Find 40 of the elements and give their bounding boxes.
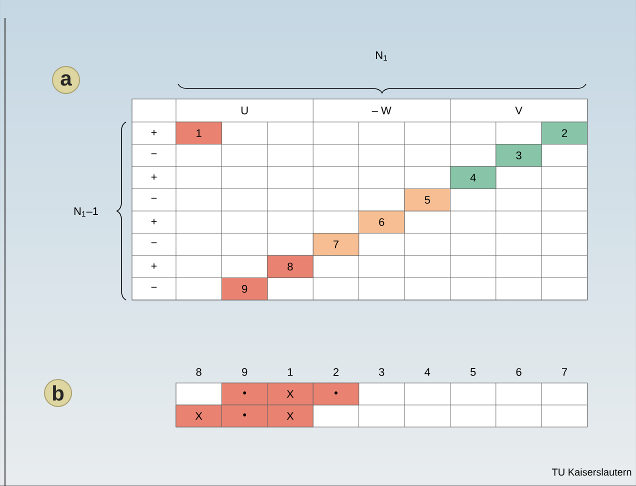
cell-text: 1 xyxy=(288,368,293,376)
table-cell: 6 xyxy=(358,210,405,234)
cell-text: + xyxy=(151,263,157,269)
credit-text: TU Kaiserslautern xyxy=(552,468,632,476)
table-cell: 2 xyxy=(541,122,588,144)
table-cell: • xyxy=(222,404,268,428)
cell-text: 2 xyxy=(334,368,339,376)
cell-text: − xyxy=(151,286,157,288)
cell-text: − xyxy=(151,242,157,244)
cell-text: + xyxy=(151,174,157,180)
table-cell: 8 xyxy=(267,255,314,278)
cell-text: 5 xyxy=(470,368,476,376)
cell-text: V xyxy=(515,106,522,114)
cell-text: N$_{1}$–1 xyxy=(74,207,98,217)
letter-badge: b xyxy=(44,379,72,407)
table-cell: 4 xyxy=(450,166,496,189)
table-cell: X xyxy=(176,404,222,428)
table-cell: 9 xyxy=(222,278,268,300)
cell-text: 4 xyxy=(424,368,430,376)
cell-text: U xyxy=(241,106,248,114)
table-cell: 1 xyxy=(176,122,222,144)
table-cell: 3 xyxy=(496,144,542,167)
table-cell: 5 xyxy=(404,188,450,212)
table-cell: X xyxy=(267,404,314,428)
table-cell: • xyxy=(222,382,268,406)
letter-badge: a xyxy=(52,66,80,94)
cell-text: + xyxy=(151,130,157,136)
cell-text: 3 xyxy=(378,368,384,376)
cell-text: 6 xyxy=(516,368,522,376)
cell-text: − xyxy=(151,198,157,199)
table-cell: • xyxy=(312,382,360,406)
cell-text: – W xyxy=(372,106,392,114)
cell-text: + xyxy=(151,218,157,224)
cell-text: 8 xyxy=(196,368,202,376)
cell-text: 9 xyxy=(242,368,248,376)
table-cell: 7 xyxy=(312,233,360,256)
cell-text: − xyxy=(151,153,157,154)
cell-text: 7 xyxy=(562,368,567,376)
cell-text: N$_{1}$ xyxy=(376,51,387,61)
table-cell: X xyxy=(267,382,314,406)
